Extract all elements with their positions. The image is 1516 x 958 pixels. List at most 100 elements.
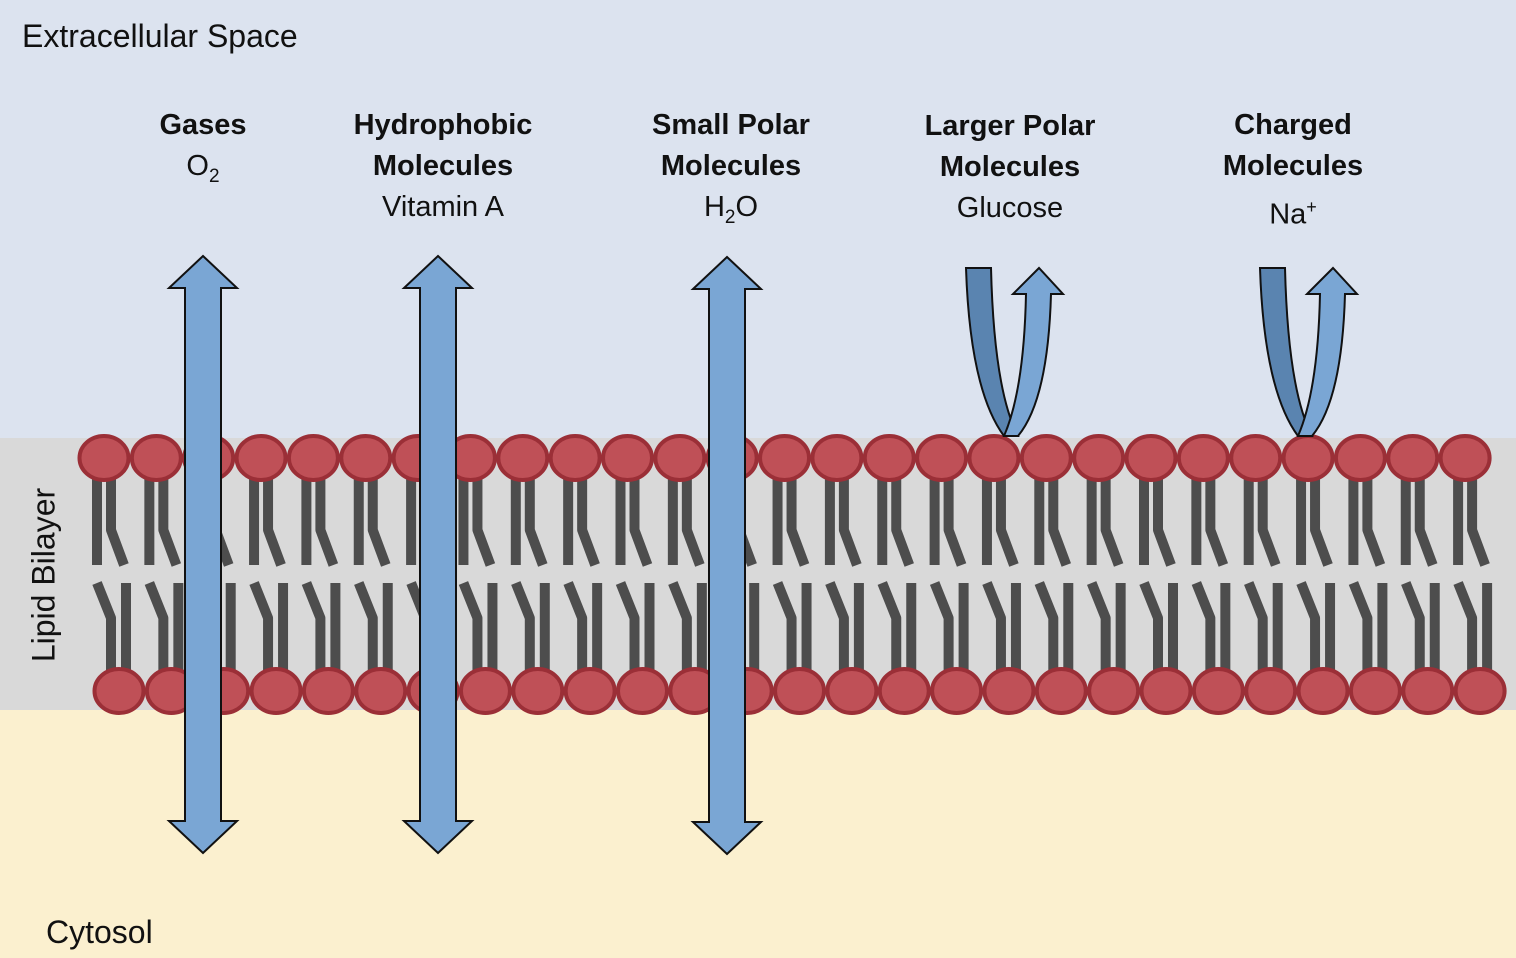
extracellular-region — [0, 0, 1516, 438]
lipid-tail — [1244, 581, 1268, 675]
lipid-head — [810, 434, 864, 482]
lipid-head — [1019, 434, 1073, 482]
lipid-tail — [1034, 581, 1059, 675]
lipid-tail — [458, 581, 483, 675]
lipid-tail — [1153, 470, 1176, 567]
lipid-tail — [1414, 470, 1438, 567]
molecule-example: H2O — [703, 191, 759, 228]
lipid-tail — [1048, 470, 1071, 567]
lipid-head — [653, 434, 707, 482]
lipid-tail — [1087, 581, 1111, 675]
lipid-head — [967, 434, 1021, 482]
lipid-head — [339, 434, 393, 482]
lipid-tail — [1467, 470, 1490, 567]
lipid-tail — [301, 581, 326, 675]
molecule-example: Glucose — [956, 192, 1064, 224]
lipid-tail — [1453, 581, 1478, 675]
lipid-head — [354, 667, 408, 715]
molecule-name: Gases — [159, 109, 247, 141]
lipid-head — [1034, 667, 1088, 715]
lipid-head — [1333, 434, 1387, 482]
molecule-larger-polar: Larger Polar Molecules Glucose — [890, 106, 1130, 229]
lipid-tail — [877, 581, 902, 675]
lipid-head — [862, 434, 916, 482]
reflect-arrow-front — [1296, 266, 1360, 437]
lipid-tail — [681, 470, 705, 567]
lipid-head — [92, 667, 146, 715]
molecule-example: Vitamin A — [382, 191, 504, 223]
lipid-head — [1124, 434, 1178, 482]
lipid-tail — [1100, 470, 1124, 567]
lipid-tail — [1139, 581, 1163, 675]
extracellular-label: Extracellular Space — [22, 18, 298, 54]
lipid-tail — [891, 470, 914, 567]
molecule-example: Na+ — [1269, 197, 1317, 231]
double-headed-arrow — [401, 254, 475, 855]
molecule-name: Hydrophobic — [353, 109, 533, 141]
lipid-tail — [1205, 470, 1229, 567]
lipid-tail — [354, 581, 378, 675]
molecule-name-line2: Molecules — [1222, 150, 1364, 182]
lipid-head — [1453, 667, 1507, 715]
double-headed-arrow — [166, 254, 240, 855]
lipid-head — [129, 434, 183, 482]
lipid-tail — [249, 581, 274, 675]
lipid-head — [1139, 667, 1193, 715]
molecule-name-line2: Molecules — [372, 150, 514, 182]
lipid-tail — [511, 581, 535, 675]
lipid-tail — [1348, 581, 1373, 675]
lipid-head — [511, 667, 565, 715]
double-headed-arrow — [690, 255, 764, 856]
lipid-tail — [315, 470, 339, 567]
molecule-hydrophobic: Hydrophobic Molecules Vitamin A — [323, 105, 563, 228]
lipid-head — [1348, 667, 1402, 715]
lipid-tail — [668, 581, 692, 675]
cytosol-region — [0, 710, 1516, 958]
lipid-tail — [615, 581, 640, 675]
lipid-tail — [943, 470, 967, 567]
lipid-head — [249, 667, 303, 715]
lipid-tail — [563, 581, 588, 675]
lipid-head — [548, 434, 602, 482]
lipid-tail — [1362, 470, 1386, 567]
lipid-head — [982, 667, 1036, 715]
lipid-head — [301, 667, 355, 715]
molecule-name: Small Polar — [652, 109, 810, 141]
lipid-head — [496, 434, 550, 482]
lipid-head — [563, 667, 617, 715]
lipid-tail — [982, 581, 1006, 675]
lipid-head — [77, 434, 131, 482]
molecule-small-polar: Small Polar Molecules H2O — [611, 105, 851, 238]
lipid-tail — [838, 470, 862, 567]
lipid-head — [1191, 667, 1245, 715]
lipid-tail — [786, 470, 810, 567]
molecule-name: Charged — [1234, 109, 1352, 141]
lipid-tail — [158, 470, 182, 567]
lipid-tail — [1257, 470, 1281, 567]
lipid-head — [234, 434, 288, 482]
lipid-tail — [92, 581, 116, 675]
lipid-head — [758, 434, 812, 482]
cytosol-label: Cytosol — [46, 914, 153, 950]
lipid-head — [1281, 434, 1335, 482]
molecule-name-line2: Molecules — [939, 151, 1081, 183]
transport-arrows — [166, 254, 1360, 856]
lipid-tail — [144, 581, 169, 675]
lipid-head — [773, 667, 827, 715]
lipid-tail — [106, 470, 129, 567]
lipid-tail — [1401, 581, 1425, 675]
reflect-arrow-front — [1002, 266, 1066, 437]
lipid-tail — [263, 470, 286, 567]
lipid-head — [930, 667, 984, 715]
lipid-tail — [995, 470, 1019, 567]
lipid-tail — [1191, 581, 1216, 675]
lipid-tail — [472, 470, 496, 567]
lipid-head — [616, 667, 669, 715]
lipid-head — [1244, 667, 1298, 715]
lipid-head — [1386, 434, 1440, 482]
lipid-head — [915, 434, 969, 482]
lipid-tail — [1296, 581, 1321, 675]
molecule-gases: Gases O2 — [83, 105, 323, 197]
lipid-head — [1296, 667, 1350, 715]
